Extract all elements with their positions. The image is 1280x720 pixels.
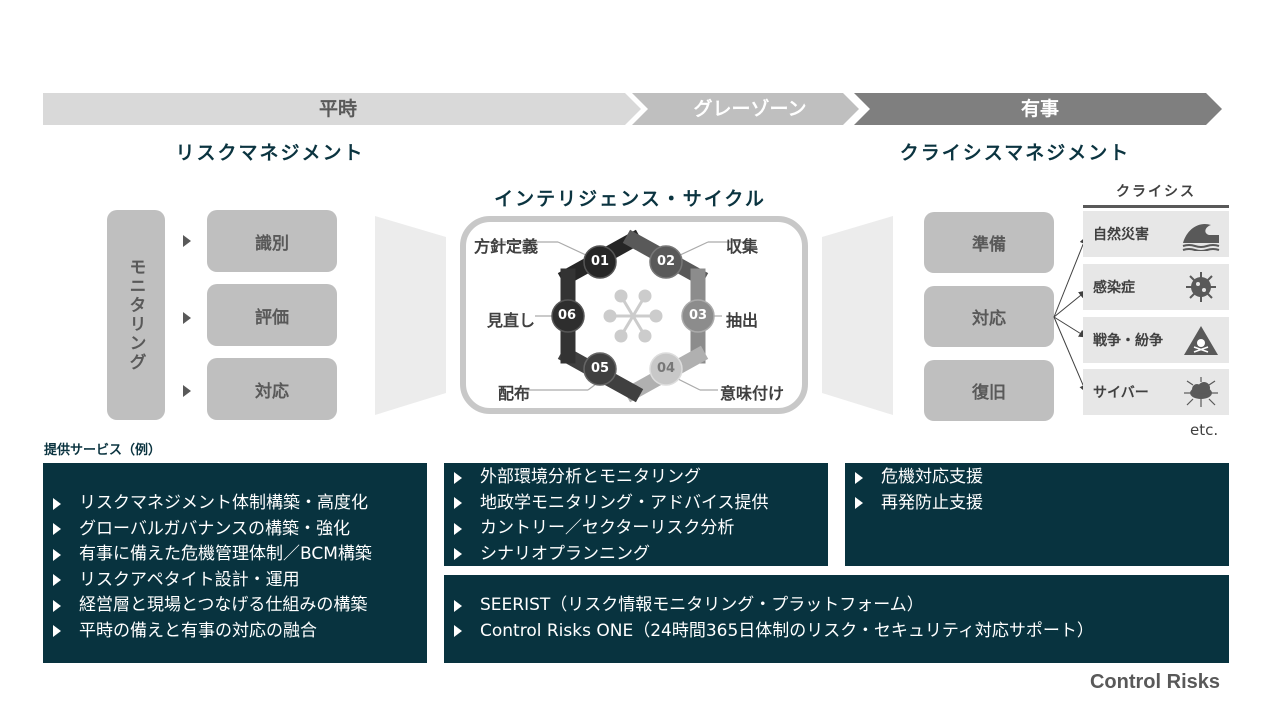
service-item: カントリー／セクターリスク分析	[454, 516, 828, 542]
crisis-infectious-disease: 感染症	[1083, 264, 1229, 310]
cycle-node-04-num: 04	[656, 361, 676, 376]
brand-logo: Control Risks	[1089, 671, 1220, 693]
service-item: グローバルガバナンスの構築・強化	[53, 517, 427, 543]
service-item: 外部環境分析とモニタリング	[454, 465, 828, 491]
intelligence-cycle-frame	[460, 216, 808, 414]
crisis-management-title: クライシスマネジメント	[899, 142, 1131, 164]
crisis-etc: etc.	[1190, 421, 1219, 439]
phase-gray-label: グレーゾーン	[693, 98, 807, 120]
branch-arrows	[1053, 236, 1088, 393]
step-crisis-respond: 対応	[924, 286, 1054, 347]
crisis-war-conflict: 戦争・紛争	[1083, 317, 1229, 363]
service-item: 再発防止支援	[855, 491, 1229, 517]
cycle-label-collect: 収集	[726, 237, 759, 256]
cycle-node-06	[551, 299, 585, 333]
crisis-cyber: サイバー	[1083, 369, 1229, 415]
cycle-node-01-num: 01	[590, 254, 610, 269]
cycle-node-04	[649, 352, 683, 386]
cloud-network-icon	[1184, 377, 1218, 407]
service-item: SEERIST（リスク情報モニタリング・プラットフォーム）	[454, 593, 1229, 619]
phase-peace-label: 平時	[318, 98, 357, 120]
wave-icon	[1182, 223, 1220, 251]
crisis-header: クライシス	[1116, 184, 1196, 200]
cycle-label-policy: 方針定義	[474, 237, 539, 256]
cycle-label-extract: 抽出	[726, 311, 759, 330]
cycle-node-05	[583, 352, 617, 386]
cycle-label-review: 見直し	[487, 311, 536, 330]
arrow-icon	[183, 235, 191, 247]
step-recover: 復旧	[924, 360, 1054, 421]
cycle-node-05-num: 05	[590, 361, 610, 376]
step-prepare: 準備	[924, 212, 1054, 273]
network-icon	[603, 289, 663, 343]
arrow-icon	[183, 385, 191, 397]
service-item: リスクアペタイト設計・運用	[53, 568, 427, 594]
crisis-natural-disaster: 自然災害	[1083, 211, 1229, 257]
service-item: 平時の備えと有事の対応の融合	[53, 619, 427, 645]
service-item: 有事に備えた危機管理体制／BCM構築	[53, 542, 427, 568]
virus-icon	[1186, 272, 1216, 302]
phase-emergency-arrow	[854, 93, 1222, 125]
cycle-node-03-num: 03	[688, 308, 708, 323]
cycle-node-06-num: 06	[557, 308, 577, 323]
crisis-label: 戦争・紛争	[1093, 333, 1163, 349]
cycle-node-01	[583, 245, 617, 279]
step-evaluate: 評価	[207, 284, 337, 346]
monitoring-box: モニタリング	[107, 210, 165, 420]
service-item: Control Risks ONE（24時間365日体制のリスク・セキュリティ対…	[454, 619, 1229, 645]
cycle-node-02-num: 02	[656, 254, 676, 269]
crisis-label: 感染症	[1093, 280, 1135, 296]
phase-gray-arrow	[632, 93, 859, 125]
services-intel-box: 外部環境分析とモニタリング 地政学モニタリング・アドバイス提供 カントリー／セク…	[444, 463, 828, 566]
services-platform-box: SEERIST（リスク情報モニタリング・プラットフォーム） Control Ri…	[444, 575, 1229, 663]
phase-peace-arrow	[43, 93, 641, 125]
crisis-label: サイバー	[1093, 385, 1149, 401]
service-item: シナリオプランニング	[454, 542, 828, 568]
phase-emergency-label: 有事	[1020, 98, 1059, 120]
left-funnel	[375, 216, 446, 415]
services-label: 提供サービス（例）	[44, 443, 162, 458]
crisis-label: 自然災害	[1093, 227, 1149, 243]
cycle-label-distribute: 配布	[498, 384, 531, 403]
services-crisis-box: 危機対応支援 再発防止支援	[845, 463, 1229, 566]
service-item: 経営層と現場とつなげる仕組みの構築	[53, 593, 427, 619]
cycle-node-03	[681, 299, 715, 333]
right-funnel	[822, 216, 893, 415]
cycle-label-meaning: 意味付け	[720, 384, 785, 403]
step-respond: 対応	[207, 358, 337, 420]
step-identify: 識別	[207, 210, 337, 272]
crisis-header-rule	[1083, 205, 1229, 208]
phase-band	[43, 93, 1222, 125]
warning-skull-icon	[1184, 326, 1218, 355]
service-item: 地政学モニタリング・アドバイス提供	[454, 491, 828, 517]
risk-management-title: リスクマネジメント	[175, 142, 365, 164]
service-item: 危機対応支援	[855, 465, 1229, 491]
cycle-node-02	[649, 245, 683, 279]
arrow-icon	[183, 312, 191, 324]
intelligence-cycle-title: インテリジェンス・サイクル	[494, 188, 766, 210]
service-item: リスクマネジメント体制構築・高度化	[53, 491, 427, 517]
cycle-diagram	[480, 229, 745, 403]
services-risk-box: リスクマネジメント体制構築・高度化 グローバルガバナンスの構築・強化 有事に備え…	[43, 463, 427, 663]
